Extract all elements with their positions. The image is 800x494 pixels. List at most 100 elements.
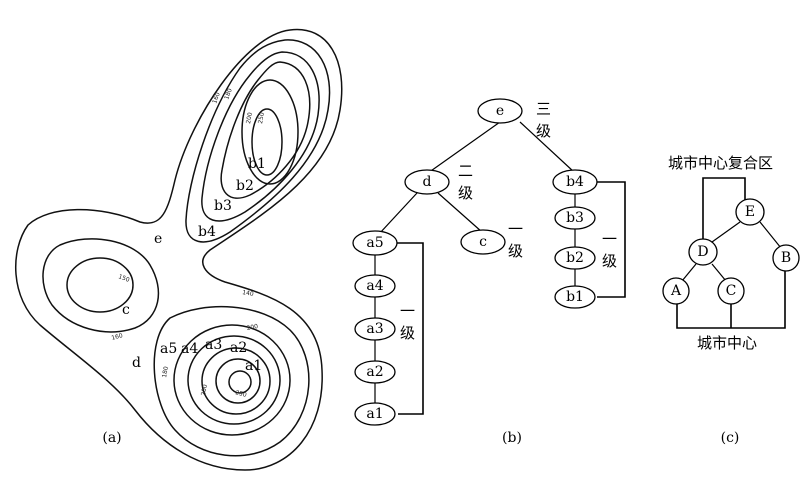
level-label-first-a-1: 一 [400, 302, 415, 320]
level-label-first-a-2: 级 [400, 324, 415, 342]
urban-node-E: E [735, 198, 765, 226]
urban-node-D: D [688, 238, 718, 266]
label-urban-composite-center: 城市中心复合区 [668, 154, 773, 172]
panel-a-caption: (a) [102, 430, 121, 446]
svg-text:a2: a2 [366, 364, 383, 380]
tree-node-b2: b2 [554, 246, 596, 270]
svg-text:a4: a4 [366, 278, 383, 294]
contour-label: 160 [111, 332, 124, 342]
level-bracket-a [397, 242, 424, 415]
contour-line [187, 335, 281, 425]
level-label-second-1: 二 [458, 162, 473, 180]
contour-line [201, 51, 320, 222]
panel-b-hierarchy-tree: e d b4 a5 c b3 b2 b1 a4 a3 a2 a1 三 级 二 级… [352, 98, 626, 446]
panel-a-contour-map: 160 180 200 250 150 140 200 160 180 200 … [14, 28, 343, 471]
urban-node-B: B [772, 244, 800, 272]
svg-text:b2: b2 [566, 250, 584, 266]
contour-line [173, 324, 291, 436]
contour-line [14, 28, 343, 471]
contour-line [201, 347, 271, 415]
tree-node-a3: a3 [354, 317, 396, 341]
contour-label: 160 [211, 91, 222, 104]
svg-text:b3: b3 [566, 210, 584, 226]
panel-c-urban-structure: 城市中心复合区 E D B A C 城市中心 (c) [662, 154, 800, 446]
point-label: a2 [230, 340, 247, 356]
contour-line [251, 108, 283, 176]
tree-edge [379, 192, 418, 234]
svg-text:E: E [745, 204, 755, 220]
tree-node-b1: b1 [554, 285, 596, 309]
svg-text:a3: a3 [366, 321, 383, 337]
tree-edge [519, 121, 575, 173]
point-label: b2 [236, 178, 254, 194]
contour-label: 250 [234, 389, 247, 399]
level-label-first-b-2: 级 [602, 252, 617, 270]
contour-label: 180 [161, 366, 170, 379]
contour-label: 200 [200, 384, 209, 397]
tree-node-a4: a4 [354, 274, 396, 298]
tree-node-a5: a5 [352, 230, 398, 256]
tree-node-b4: b4 [552, 169, 598, 195]
contour-label: 200 [245, 112, 254, 125]
svg-text:A: A [670, 283, 682, 299]
svg-text:b4: b4 [566, 174, 584, 190]
contour-label: 180 [223, 87, 234, 100]
tree-edge [759, 221, 782, 249]
level-label-third-2: 级 [536, 122, 551, 140]
level-bracket-b [597, 181, 626, 298]
point-label: a5 [160, 341, 177, 357]
svg-text:D: D [697, 244, 708, 260]
tree-node-b3: b3 [554, 206, 596, 230]
svg-text:B: B [781, 250, 791, 266]
point-label: a3 [205, 337, 222, 353]
level-label-third-1: 三 [536, 100, 551, 118]
level-label-first-c-2: 级 [508, 242, 523, 260]
point-label: d [132, 355, 141, 371]
contour-line [153, 305, 310, 457]
tree-edge [711, 221, 741, 243]
contour-line [66, 257, 134, 313]
contour-label: 200 [246, 323, 259, 332]
svg-text:d: d [423, 174, 432, 190]
label-urban-center: 城市中心 [697, 334, 757, 352]
tree-edge [437, 192, 483, 233]
svg-text:c: c [479, 234, 487, 250]
tree-edge [711, 263, 727, 282]
contour-line [228, 370, 252, 394]
tree-node-d: d [404, 169, 450, 195]
tree-edge [427, 121, 501, 174]
contour-line [185, 39, 331, 243]
tree-node-a2: a2 [354, 360, 396, 384]
svg-text:a5: a5 [366, 235, 383, 251]
point-label: b4 [198, 224, 216, 240]
point-label: a1 [245, 358, 262, 374]
svg-text:e: e [496, 103, 504, 119]
point-label: c [122, 302, 130, 318]
contour-line [220, 61, 311, 199]
contour-label: 140 [242, 289, 255, 298]
panel-b-caption: (b) [502, 430, 522, 446]
contour-line [241, 79, 299, 185]
tree-node-c: c [460, 229, 506, 255]
svg-text:b1: b1 [566, 289, 584, 305]
tree-edge [681, 263, 697, 282]
point-label: b3 [214, 198, 232, 214]
contour-label: 250 [257, 112, 266, 125]
contour-line [215, 358, 261, 404]
point-label: e [154, 231, 162, 247]
tree-node-a1: a1 [354, 402, 396, 426]
composite-bracket [702, 177, 746, 243]
contour-label: 150 [117, 273, 130, 284]
svg-text:C: C [726, 283, 737, 299]
contour-line [42, 238, 160, 333]
svg-text:a1: a1 [366, 406, 383, 422]
level-label-first-c-1: 一 [508, 220, 523, 238]
point-label: b1 [248, 156, 266, 172]
urban-node-C: C [717, 277, 745, 305]
level-label-second-2: 级 [458, 184, 473, 202]
tree-node-e: e [477, 98, 523, 124]
panel-c-caption: (c) [721, 430, 740, 446]
urban-node-A: A [662, 277, 690, 305]
